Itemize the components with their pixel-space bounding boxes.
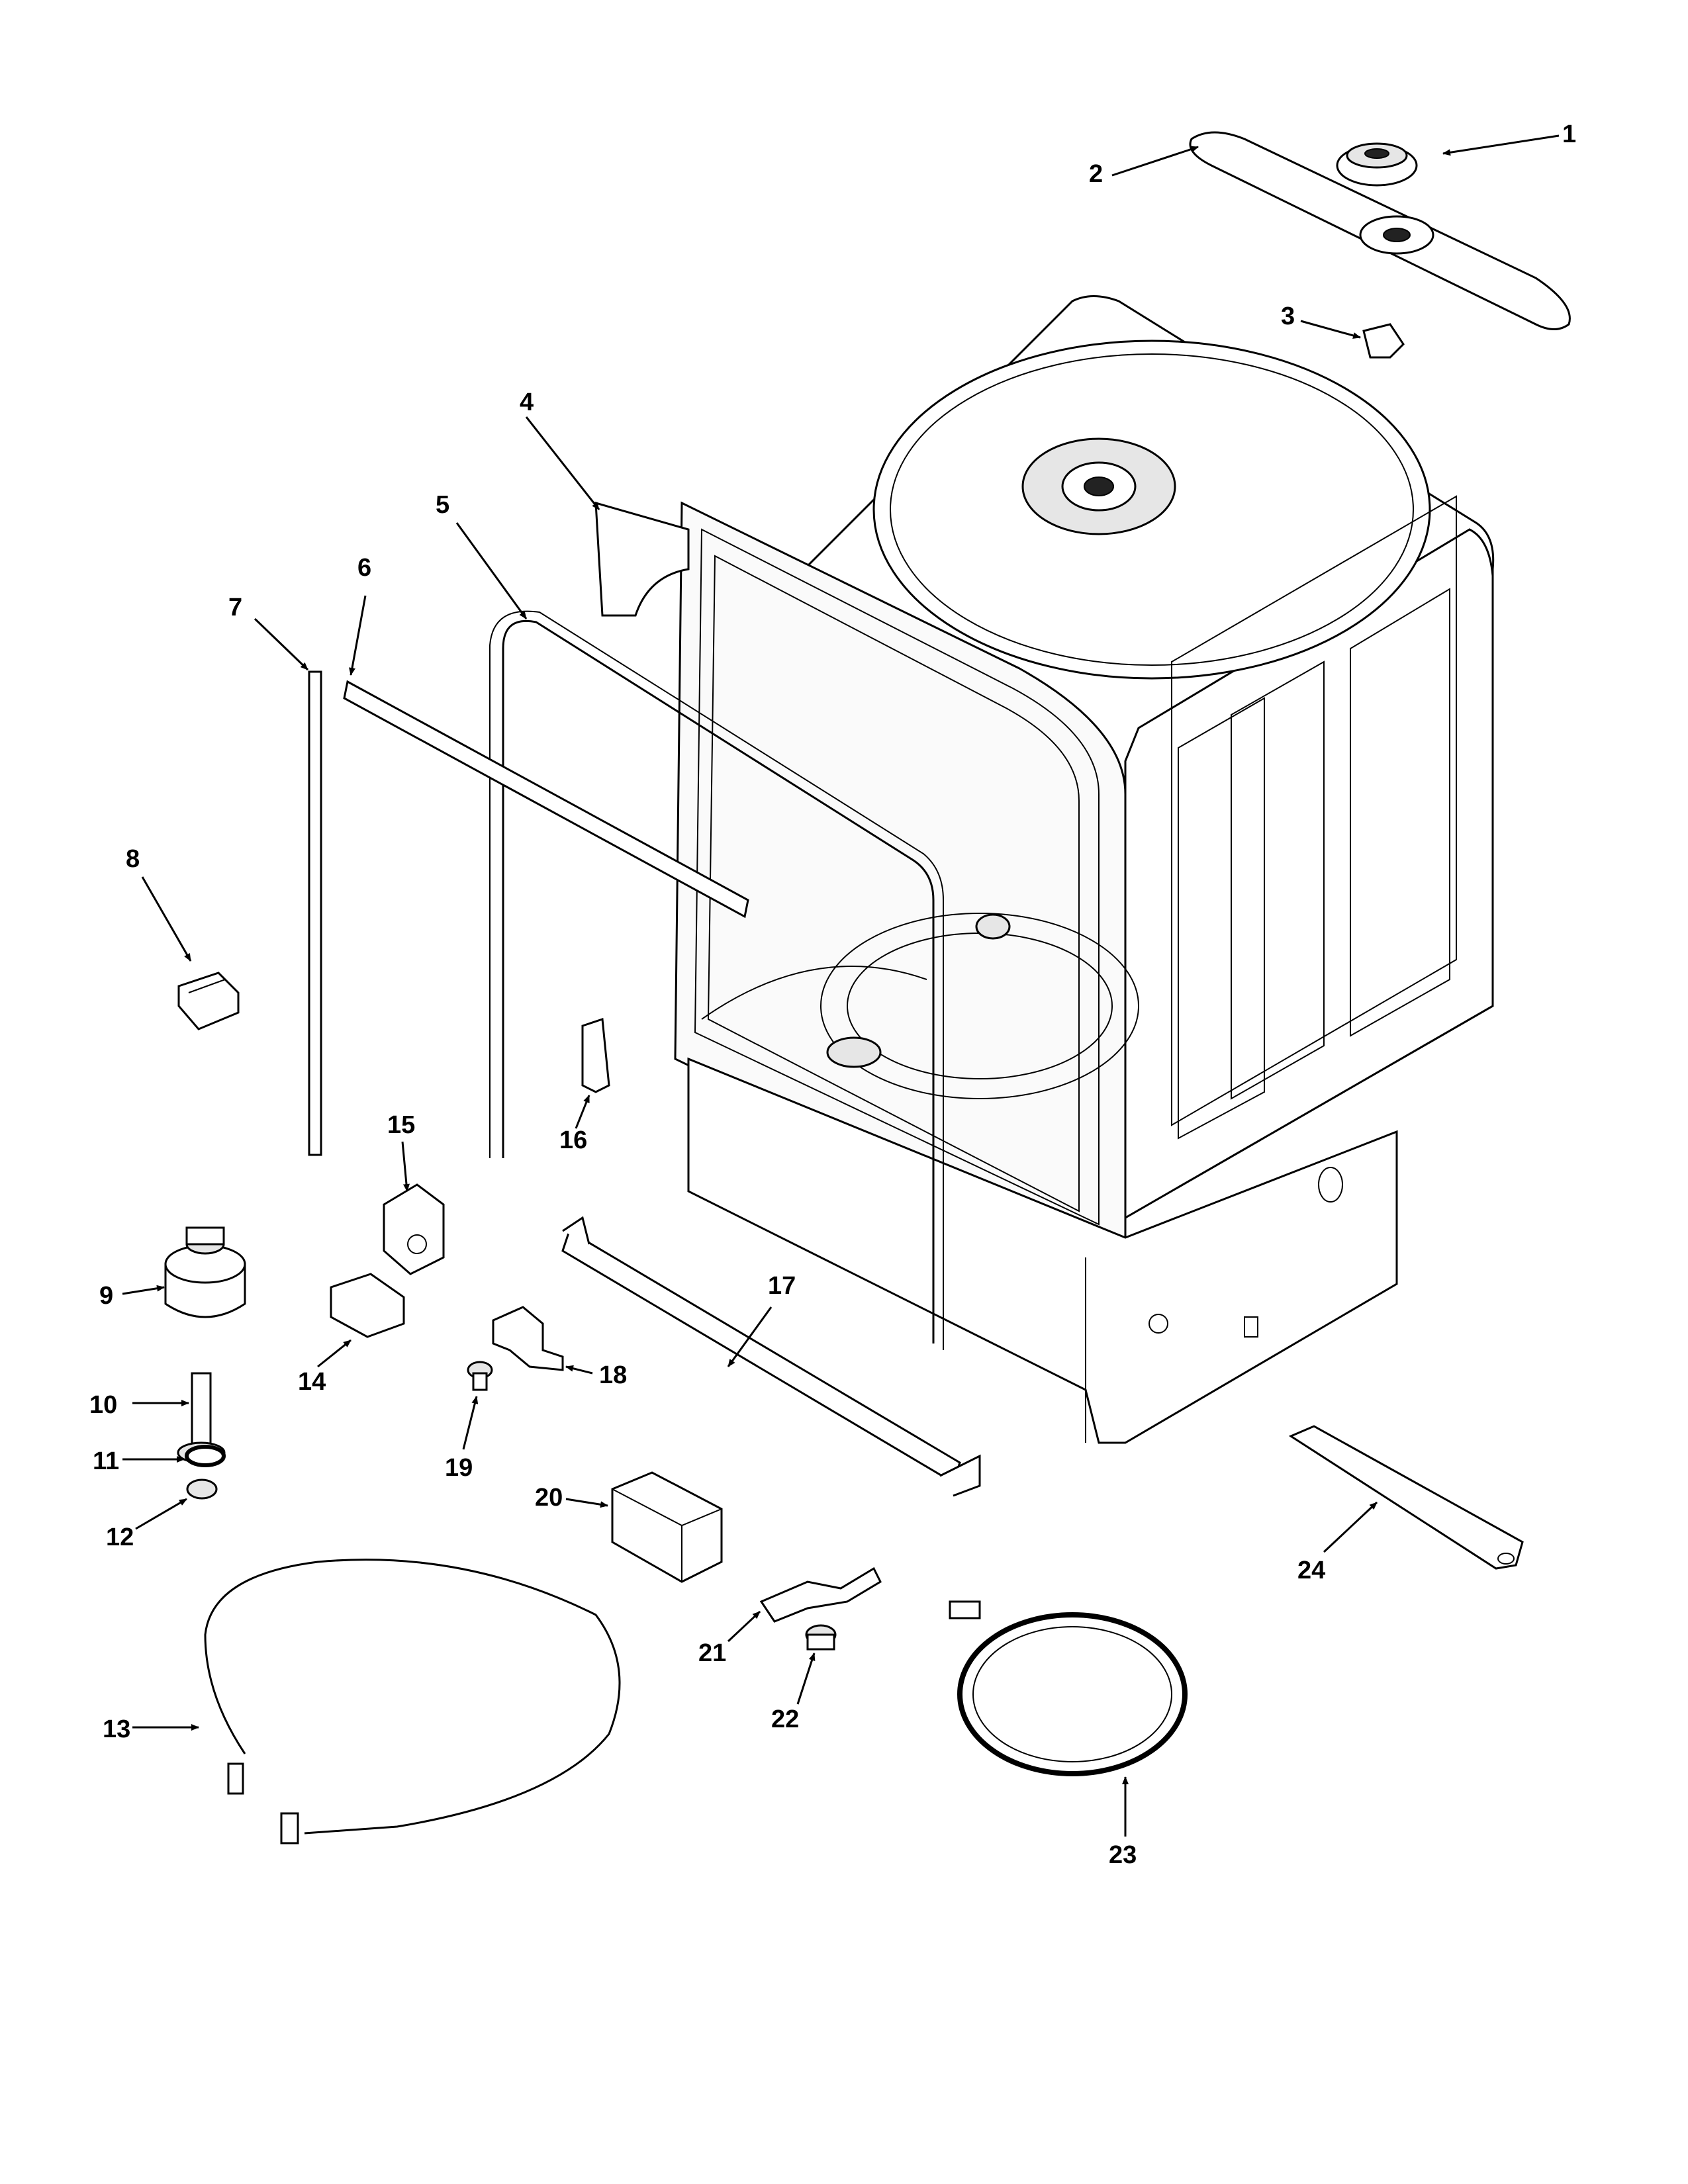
part-19-screw [467, 1361, 493, 1391]
leader-4 [525, 416, 600, 510]
leader-3 [1300, 320, 1361, 339]
callout-7: 7 [228, 594, 242, 621]
callout-14: 14 [298, 1368, 326, 1396]
part-13-heating-element [204, 1559, 621, 1844]
tub-assembly [674, 295, 1495, 1444]
callout-21: 21 [698, 1639, 726, 1667]
part-21-bracket [759, 1567, 882, 1623]
part-15-switch-bracket [383, 1183, 445, 1275]
leader-24 [1323, 1501, 1378, 1553]
callout-23: 23 [1109, 1841, 1137, 1869]
part-24-channel [1288, 1425, 1524, 1570]
leader-22 [796, 1653, 816, 1705]
part-17-rod [561, 1216, 981, 1497]
callout-1: 1 [1562, 120, 1576, 148]
callout-15: 15 [387, 1111, 415, 1139]
part-14-switch [330, 1273, 405, 1338]
callout-11: 11 [93, 1447, 119, 1475]
part-12-nut [186, 1479, 218, 1500]
leader-2 [1111, 146, 1199, 177]
part-4-bracket [594, 501, 690, 617]
part-22-thermostat [805, 1624, 837, 1651]
part-20-box [611, 1471, 723, 1583]
callout-24: 24 [1297, 1557, 1325, 1584]
callout-10: 10 [89, 1391, 117, 1419]
callout-8: 8 [126, 845, 140, 873]
leader-1 [1442, 134, 1560, 156]
part-3-clip [1362, 323, 1405, 359]
callout-6: 6 [357, 554, 371, 582]
leader-15 [401, 1141, 410, 1192]
part-2-spray-arm [1189, 131, 1571, 330]
leader-18 [565, 1365, 593, 1375]
callout-12: 12 [106, 1524, 134, 1551]
leader-7 [254, 617, 309, 671]
leader-12 [135, 1498, 187, 1530]
leader-8 [141, 876, 192, 962]
callout-18: 18 [599, 1361, 627, 1389]
callout-20: 20 [535, 1484, 563, 1512]
callout-5: 5 [436, 491, 449, 519]
callout-2: 2 [1089, 160, 1103, 188]
leader-16 [575, 1095, 590, 1129]
callout-16: 16 [559, 1126, 587, 1154]
callout-19: 19 [445, 1454, 473, 1482]
leader-14 [317, 1339, 352, 1368]
part-23-ring [949, 1600, 1188, 1776]
part-1-spray-arm-nut [1336, 142, 1418, 187]
callout-17: 17 [768, 1272, 796, 1300]
leader-20 [565, 1498, 608, 1508]
part-6-strip [343, 680, 749, 919]
part-8-latch [177, 972, 240, 1030]
callout-3: 3 [1281, 302, 1295, 330]
part-16-hinge [581, 1017, 610, 1093]
leader-9 [122, 1285, 165, 1295]
callout-labels: 1 2 3 4 5 6 7 8 9 10 11 12 13 14 15 16 1… [89, 120, 1576, 1869]
leader-19 [462, 1396, 479, 1450]
leader-5 [455, 522, 528, 619]
callout-4: 4 [520, 388, 534, 416]
leader-6 [349, 595, 367, 676]
leader-17 [727, 1306, 773, 1367]
callout-9: 9 [99, 1282, 113, 1310]
leader-21 [727, 1610, 761, 1643]
leader-lines [122, 134, 1560, 1837]
part-7-vertical-seal [308, 670, 322, 1156]
callout-13: 13 [103, 1715, 130, 1743]
callout-22: 22 [771, 1706, 799, 1733]
part-5-door-gasket [489, 610, 944, 1350]
part-11-o-ring [185, 1445, 226, 1467]
part-18-clamp [492, 1306, 564, 1371]
part-9-tower-cap [164, 1226, 246, 1318]
